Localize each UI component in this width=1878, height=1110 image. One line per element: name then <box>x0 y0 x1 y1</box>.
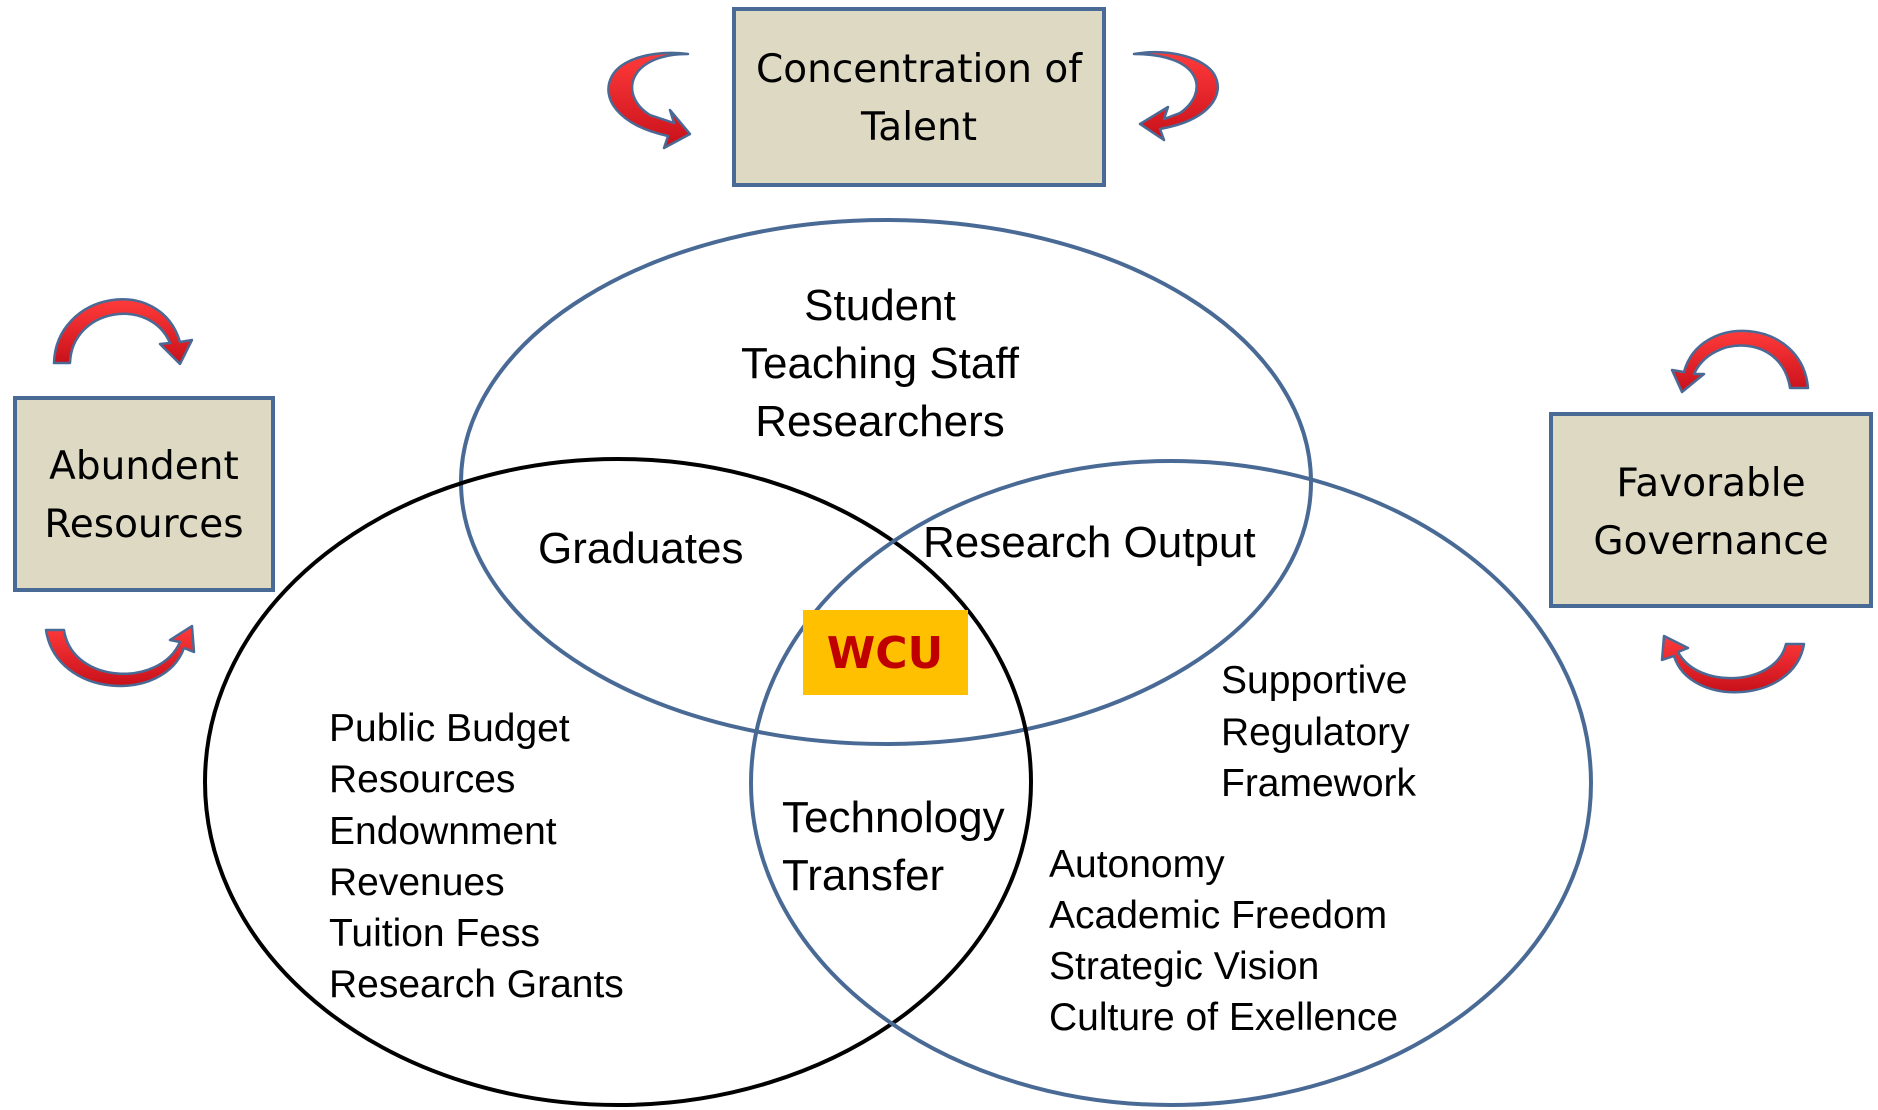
talent-item: Student <box>804 281 956 330</box>
governance-box-line-1: Favorable <box>1616 461 1805 506</box>
governance-item: Supportive <box>1221 659 1407 702</box>
talent-box-line-2: Talent <box>860 105 977 150</box>
technology-transfer-line-2: Transfer <box>782 851 944 900</box>
resource-item: Endownment <box>329 810 557 853</box>
governance-circle-list-upper: Supportive Regulatory Framework <box>1221 659 1417 805</box>
governance-item: Regulatory <box>1221 711 1410 754</box>
governance-circle-list-lower: Autonomy Academic Freedom Strategic Visi… <box>1049 843 1398 1039</box>
resources-box: Abundent Resources <box>13 396 275 592</box>
curved-arrow-icon <box>1670 329 1810 394</box>
wcu-badge-bg <box>803 610 968 695</box>
resources-box-line-2: Resources <box>44 502 243 547</box>
resources-box-line-1: Abundent <box>49 444 239 489</box>
graduates-label: Graduates <box>538 524 743 573</box>
talent-box: Concentration of Talent <box>732 7 1106 187</box>
curved-arrow-icon <box>52 298 194 366</box>
wcu-label: WCU <box>827 628 944 679</box>
talent-item: Teaching Staff <box>741 339 1020 388</box>
circle-governance <box>749 459 1593 1107</box>
resource-item: Tuition Fess <box>329 912 540 955</box>
governance-item: Strategic Vision <box>1049 945 1319 988</box>
resource-item: Public Budget <box>329 707 570 750</box>
resource-item: Resources <box>329 758 515 801</box>
governance-item: Academic Freedom <box>1049 894 1387 937</box>
technology-transfer-line-1: Technology <box>782 793 1005 842</box>
curved-arrow-icon <box>1132 50 1219 142</box>
talent-item: Researchers <box>755 397 1004 446</box>
wcu-badge: WCU <box>803 610 968 695</box>
resources-circle-list: Public Budget Resources Endownment Reven… <box>329 707 624 1006</box>
governance-box: Favorable Governance <box>1549 412 1873 608</box>
governance-item: Autonomy <box>1049 843 1225 886</box>
resource-item: Revenues <box>329 861 505 904</box>
talent-box-line-1: Concentration of <box>756 47 1083 92</box>
resource-item: Research Grants <box>329 963 624 1006</box>
governance-item: Framework <box>1221 762 1417 805</box>
curved-arrow-icon <box>44 624 196 688</box>
talent-circle-list: Student Teaching Staff Researchers <box>741 281 1020 446</box>
curved-arrow-icon <box>1660 634 1806 694</box>
cycle-arrows <box>44 50 1810 694</box>
research-output-label: Research Output <box>923 518 1256 567</box>
governance-box-line-2: Governance <box>1593 519 1828 564</box>
curved-arrow-icon <box>607 51 692 150</box>
governance-item: Culture of Exellence <box>1049 996 1398 1039</box>
circle-resources <box>203 457 1033 1107</box>
